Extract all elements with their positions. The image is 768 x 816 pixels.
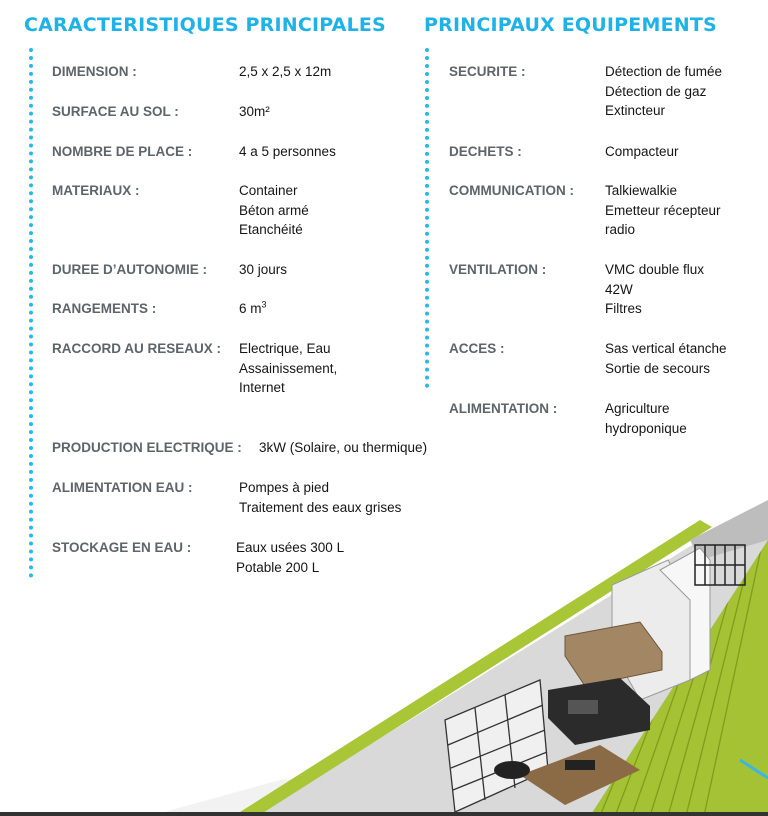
row-value: 6 m3: [239, 299, 267, 316]
right-heading: PRINCIPAUX EQUIPEMENTS: [424, 14, 717, 36]
table-item: [565, 760, 595, 770]
row-value: Pompes à pied Traitement des eaux grises: [239, 480, 402, 515]
bottom-bar: [0, 812, 768, 816]
row-value: Sas vertical étanche Sortie de secours: [605, 341, 727, 376]
callout-line: [739, 758, 768, 780]
row-value: Container Béton armé Etanchéité: [239, 183, 309, 237]
loft-railing: [694, 544, 746, 586]
kitchen-counter: [548, 678, 650, 745]
row-label: RANGEMENTS :: [52, 301, 157, 316]
left-heading: CARACTERISTIQUES PRINCIPALES: [24, 14, 386, 36]
row-value: 30 jours: [239, 262, 288, 277]
row-label: DECHETS :: [449, 144, 522, 159]
left-dotted-rule: [29, 48, 33, 578]
row-label: DUREE D’AUTONOMIE :: [52, 262, 208, 277]
row-label: NOMBRE DE PLACE :: [52, 144, 193, 159]
row-value: Eaux usées 300 L Potable 200 L: [236, 540, 345, 575]
row-label: SURFACE AU SOL :: [52, 104, 179, 119]
row-label: STOCKAGE EN EAU :: [52, 540, 192, 555]
row-label: PRODUCTION ELECTRIQUE :: [52, 440, 242, 455]
dining-table: [520, 745, 640, 805]
row-label: COMMUNICATION :: [449, 183, 574, 198]
row-label: ALIMENTATION EAU :: [52, 480, 193, 495]
row-label: ALIMENTATION :: [449, 401, 558, 416]
partition-wall-2: [659, 547, 711, 681]
row-label: SECURITE :: [449, 64, 526, 79]
row-label: MATERIAUX :: [52, 183, 140, 198]
upper-cabinet: [564, 621, 663, 687]
row-label: DIMENSION :: [52, 64, 137, 79]
row-value: Détection de fumée Détection de gaz Exti…: [605, 64, 723, 118]
row-value: Talkiewalkie Emetteur récepteur radio: [605, 183, 721, 237]
sink: [568, 700, 598, 714]
row-value: Agriculture hydroponique: [605, 401, 687, 436]
left-rail: [240, 520, 712, 816]
row-value: Compacteur: [605, 144, 679, 159]
row-label: RACCORD AU RESEAUX :: [52, 341, 222, 356]
right-dotted-rule: [425, 48, 429, 388]
row-label: VENTILATION :: [449, 262, 547, 277]
row-label: ACCES :: [449, 341, 505, 356]
lamp: [494, 761, 530, 779]
row-value: 30m²: [239, 104, 270, 119]
superscript: 3: [261, 299, 267, 310]
row-value: VMC double flux 42W Filtres: [605, 262, 705, 316]
row-value: Electrique, Eau Assainissement, Internet: [239, 341, 338, 395]
row-value: 3kW (Solaire, ou thermique): [259, 440, 428, 455]
row-value: 4 a 5 personnes: [239, 144, 336, 159]
row-value: 2,5 x 2,5 x 12m: [239, 64, 332, 79]
